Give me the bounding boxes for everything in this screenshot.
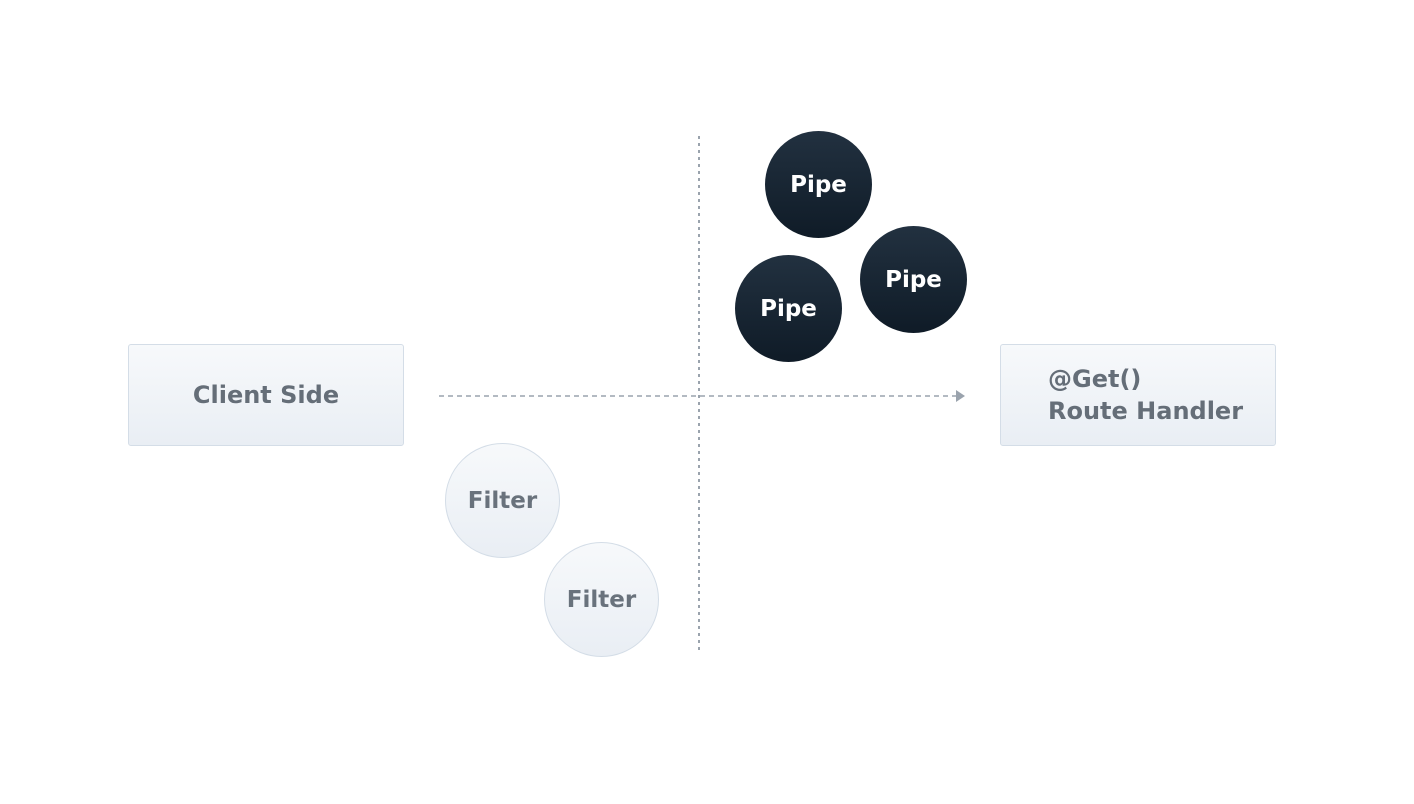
arrow-head-icon [956, 390, 965, 402]
pipe-circle: Pipe [735, 255, 842, 362]
filter-label: Filter [467, 487, 538, 514]
route-decorator-label: @Get() [1048, 365, 1142, 393]
route-handler-box: @Get() Route Handler [1000, 344, 1276, 446]
pipe-label: Pipe [885, 266, 942, 293]
client-side-box: Client Side [128, 344, 404, 446]
filter-circle: Filter [544, 542, 659, 657]
filter-label: Filter [566, 586, 637, 613]
pipe-label: Pipe [790, 171, 847, 198]
route-handler-label: Route Handler [1048, 397, 1244, 425]
pipe-label: Pipe [760, 295, 817, 322]
client-side-label: Client Side [192, 381, 340, 409]
pipe-circle: Pipe [860, 226, 967, 333]
filter-circle: Filter [445, 443, 560, 558]
pipe-circle: Pipe [765, 131, 872, 238]
